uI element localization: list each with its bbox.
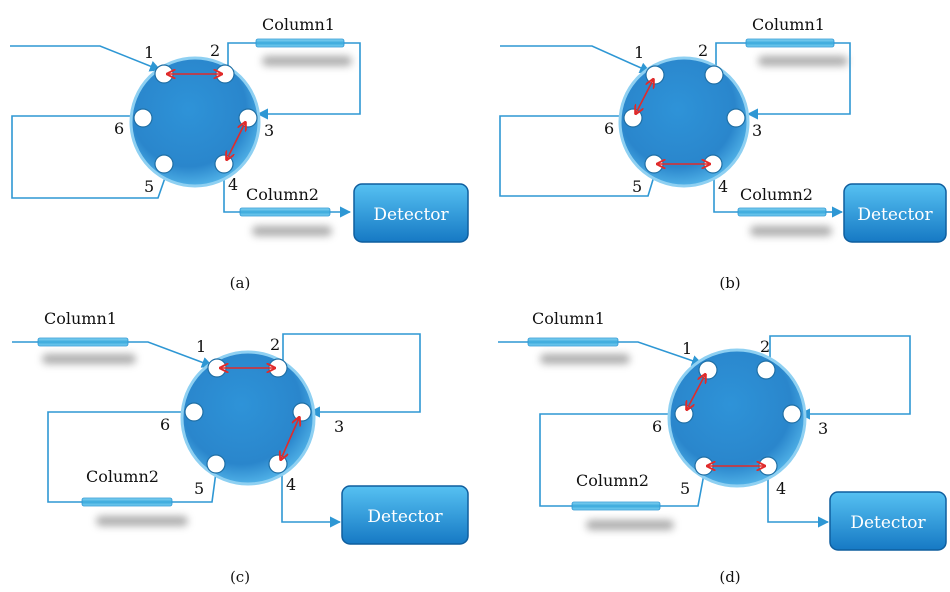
port bbox=[292, 402, 312, 422]
port-label: 3 bbox=[334, 417, 344, 436]
panel-caption: (d) bbox=[719, 568, 740, 586]
panel-caption: (c) bbox=[230, 568, 250, 586]
pipes-c bbox=[12, 333, 421, 528]
port-label: 4 bbox=[286, 475, 296, 494]
port-label: 3 bbox=[818, 419, 828, 438]
port-label: 6 bbox=[652, 417, 662, 436]
pipes-b bbox=[499, 42, 851, 218]
port bbox=[184, 402, 204, 422]
column2-a: Column2 bbox=[239, 185, 332, 236]
port-label: 1 bbox=[196, 337, 206, 356]
panel-a: 1 2 3 4 5 6 Column1 Column2 Detector (a) bbox=[10, 15, 469, 292]
detector-label: Detector bbox=[367, 507, 443, 527]
port-label: 2 bbox=[698, 41, 708, 60]
connectors-a bbox=[168, 74, 245, 159]
port-label: 4 bbox=[776, 479, 786, 498]
connector-arrow bbox=[227, 123, 245, 159]
column2-label: Column2 bbox=[86, 467, 159, 486]
column2-label: Column2 bbox=[246, 185, 319, 204]
panel-c: 1 2 3 4 5 6 Column1 Column2 Detector (c) bbox=[12, 309, 469, 586]
detector-d: Detector bbox=[829, 491, 947, 551]
column1-label: Column1 bbox=[752, 15, 825, 34]
port bbox=[726, 108, 746, 128]
column1-a: Column1 bbox=[255, 15, 352, 66]
port-label: 2 bbox=[210, 41, 220, 60]
detector-label: Detector bbox=[857, 205, 933, 225]
port-label: 5 bbox=[632, 177, 642, 196]
column1-label: Column1 bbox=[262, 15, 335, 34]
port-label: 6 bbox=[160, 415, 170, 434]
port-label: 6 bbox=[604, 119, 614, 138]
column1-d: Column1 bbox=[527, 309, 630, 364]
connector-arrow bbox=[281, 418, 299, 459]
port-label: 3 bbox=[752, 121, 762, 140]
port-label: 4 bbox=[718, 177, 728, 196]
port bbox=[756, 360, 776, 380]
detector-a: Detector bbox=[353, 183, 469, 243]
port-label: 4 bbox=[228, 175, 238, 194]
port bbox=[704, 65, 724, 85]
connectors-d bbox=[687, 375, 764, 466]
port bbox=[206, 454, 226, 474]
connector-arrow bbox=[636, 80, 653, 113]
column2-label: Column2 bbox=[576, 471, 649, 490]
pipes-a bbox=[10, 42, 361, 218]
column2-d: Column2 bbox=[571, 471, 674, 530]
detector-c: Detector bbox=[341, 485, 469, 545]
detector-label: Detector bbox=[850, 513, 926, 533]
port-label: 1 bbox=[144, 43, 154, 62]
connectors-c bbox=[221, 368, 299, 459]
port-label: 2 bbox=[760, 337, 770, 356]
column1-label: Column1 bbox=[532, 309, 605, 328]
connector-arrow bbox=[687, 375, 705, 409]
connectors-b bbox=[636, 80, 709, 164]
port-label: 3 bbox=[264, 121, 274, 140]
port bbox=[214, 154, 234, 174]
panel-caption: (b) bbox=[719, 274, 740, 292]
port bbox=[674, 404, 694, 424]
valve-body bbox=[180, 350, 316, 486]
port-label: 5 bbox=[144, 177, 154, 196]
port bbox=[268, 454, 288, 474]
port bbox=[782, 404, 802, 424]
port-label: 6 bbox=[114, 119, 124, 138]
port bbox=[623, 108, 643, 128]
port-label: 5 bbox=[680, 479, 690, 498]
column1-label: Column1 bbox=[44, 309, 117, 328]
panel-caption: (a) bbox=[230, 274, 251, 292]
column1-c: Column1 bbox=[37, 309, 136, 364]
port-label: 5 bbox=[194, 479, 204, 498]
port bbox=[238, 108, 258, 128]
detector-label: Detector bbox=[373, 205, 449, 225]
column1-b: Column1 bbox=[745, 15, 848, 66]
port bbox=[133, 108, 153, 128]
column2-c: Column2 bbox=[81, 467, 188, 526]
pipes-d bbox=[498, 335, 911, 528]
port-label: 1 bbox=[634, 43, 644, 62]
column2-b: Column2 bbox=[737, 185, 832, 236]
port bbox=[154, 154, 174, 174]
port bbox=[645, 65, 665, 85]
port-label: 1 bbox=[682, 339, 692, 358]
detector-b: Detector bbox=[843, 183, 947, 243]
column2-label: Column2 bbox=[740, 185, 813, 204]
panel-d: 1 2 3 4 5 6 Column1 Column2 Detector (d) bbox=[498, 309, 947, 586]
panel-b: 1 2 3 4 5 6 Column1 Column2 Detector (b) bbox=[499, 15, 947, 292]
port-label: 2 bbox=[270, 335, 280, 354]
port bbox=[698, 360, 718, 380]
